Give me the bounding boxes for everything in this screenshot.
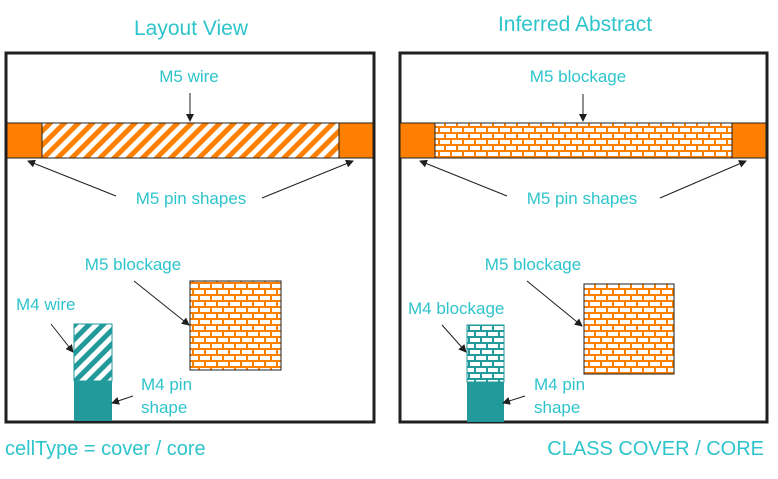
layout-view-title: Layout View <box>134 17 249 40</box>
m4-pin-label-line1: M4 pin <box>534 375 585 394</box>
m4-wire-label: M4 wire <box>16 295 76 314</box>
m4-pin-shape <box>467 382 504 422</box>
m5-blockage-top-label: M5 blockage <box>530 67 626 86</box>
m4-blockage-shape <box>466 324 505 383</box>
inferred-abstract-panel: Inferred Abstract M5 blockage M5 pin sha… <box>398 13 769 460</box>
m5-blockage-shape <box>189 280 282 371</box>
m4-pin-label-line1: M4 pin <box>141 375 192 394</box>
m5-pin-left <box>6 122 43 159</box>
m5-pin-arrow-left <box>419 159 508 197</box>
m5-pin-arrow-right <box>261 159 354 199</box>
m4-pin-label-line2: shape <box>141 398 187 417</box>
m4-blockage-label: M4 blockage <box>408 299 504 318</box>
m5-blockage-label: M5 blockage <box>85 255 181 274</box>
m4-pin-arrow <box>111 395 134 405</box>
m5-pin-right <box>731 122 767 159</box>
m4-wire-shape <box>73 323 113 382</box>
m4-wire-arrow <box>50 323 74 353</box>
m5-pin-arrow-right <box>659 160 747 199</box>
m5-pins-label: M5 pin shapes <box>527 189 638 208</box>
m5-pin-right <box>338 122 374 159</box>
inferred-abstract-border <box>398 51 769 424</box>
m4-pin-shape <box>74 381 112 421</box>
layout-view-panel: Layout View M5 wire M5 pin shapes M5 blo… <box>4 17 376 460</box>
m5-wire-label: M5 wire <box>159 67 219 86</box>
layout-view-footer: cellType = cover / core <box>5 438 206 460</box>
m4-pin-arrow <box>502 395 526 405</box>
m5-blockage-label: M5 blockage <box>485 255 581 274</box>
m5-pin-left <box>399 122 436 159</box>
m5-pins-label: M5 pin shapes <box>136 189 247 208</box>
layout-view-border <box>4 51 376 424</box>
m5-blockage-arrow <box>133 280 190 326</box>
m5-pin-arrow-left <box>27 159 117 197</box>
m4-pin-label-line2: shape <box>534 398 580 417</box>
inferred-abstract-footer: CLASS COVER / CORE <box>547 438 764 460</box>
m5-blockage-bar <box>434 122 733 159</box>
m5-blockage-arrow <box>526 280 583 327</box>
inferred-abstract-title: Inferred Abstract <box>498 13 652 36</box>
m5-blockage-shape <box>583 283 675 375</box>
m4-blockage-arrow <box>441 324 467 353</box>
m5-wire-shape <box>41 122 340 159</box>
